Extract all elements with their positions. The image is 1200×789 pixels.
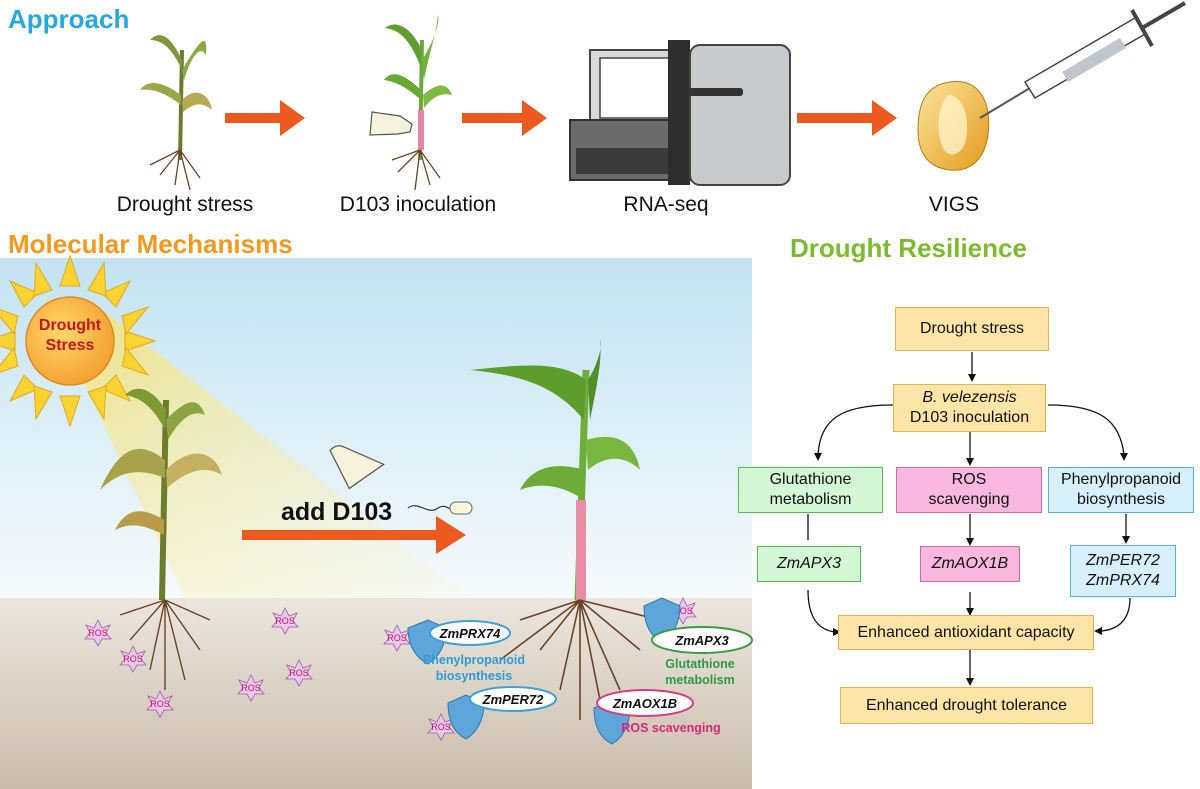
gene-badge-zmaox1b: ZmAOX1B [596,689,694,717]
ros-icon: ROS [271,607,299,635]
svg-text:ROS: ROS [275,616,295,626]
seed-icon [917,81,990,171]
svg-text:ROS: ROS [387,633,407,643]
sun-label-line1: Drought [39,317,102,334]
annotation-ros-scavenging: ROS scavenging [621,721,720,735]
sequencer-icon [569,40,791,186]
svg-text:ROS: ROS [431,722,451,732]
arrow-1-icon [225,100,305,136]
drought-plant-icon [140,35,212,191]
resilience-title: Drought Resilience [790,233,1027,263]
flask-icon [369,111,413,136]
step-drought-stress: Drought stress [116,193,254,216]
svg-text:ZmAOX1B: ZmAOX1B [612,696,677,711]
flask-icon-mechanisms [329,445,385,490]
gene-badge-zmper72: ZmPER72 [469,686,557,712]
annotation-biosynthesis: biosynthesis [436,669,512,683]
ros-icon: ROS [285,659,313,687]
sun-icon [0,254,157,428]
svg-text:ROS: ROS [123,654,143,664]
flow-box-inoculation: B. velezensis D103 inoculation [893,384,1046,432]
annotation-phenylpropanoid: Phenylpropanoid [423,653,525,667]
flow-box-zmaox1b: ZmAOX1B [920,546,1020,582]
approach-title: Approach [8,4,130,34]
flow-box-drought-stress: Drought stress [895,307,1049,351]
bacterium-icon [407,501,473,515]
flow-box-antioxidant: Enhanced antioxidant capacity [838,615,1094,650]
flow-box-ros-scavenging: ROS scavenging [896,467,1042,513]
svg-text:ZmPER72: ZmPER72 [482,692,544,707]
syringe-icon [979,1,1187,119]
annotation-metabolism: metabolism [665,673,734,687]
ros-icon: ROS [237,674,265,702]
flow-box-zmper72-zmprx74: ZmPER72 ZmPRX74 [1070,545,1176,597]
ros-icon: ROS [84,619,112,647]
svg-text:ROS: ROS [241,683,261,693]
gene-badge-zmapx3: ZmAPX3 [651,626,753,654]
approach-arrows [225,100,897,136]
step-rna-seq: RNA-seq [623,193,709,216]
ros-markers: ROS ROS ROS ROS ROS ROS ROS ROS ROS [84,597,697,741]
add-d103-label: add D103 [281,498,392,526]
flow-box-zmapx3: ZmAPX3 [757,546,861,582]
svg-text:ROS: ROS [88,628,108,638]
mechanisms-title: Molecular Mechanisms [8,229,293,259]
step-d103-inoculation: D103 inoculation [339,193,497,216]
svg-text:ROS: ROS [673,606,693,616]
gene-badge-zmprx74: ZmPRX74 [429,620,511,646]
svg-text:ROS: ROS [289,668,309,678]
stressed-plant-icon [100,388,222,690]
flow-box-tolerance: Enhanced drought tolerance [840,687,1093,724]
arrow-3-icon [797,100,897,136]
arrow-2-icon [462,100,547,136]
flow-box-glutathione: Glutathione metabolism [738,467,883,513]
healthy-plant-icon [470,340,661,720]
svg-text:ZmAPX3: ZmAPX3 [674,633,729,648]
inoculated-plant-icon [384,15,452,191]
add-d103-arrow-icon [242,516,466,554]
flow-box-phenylpropanoid: Phenylpropanoid biosynthesis [1048,467,1194,513]
sun-label-line2: Stress [46,337,95,354]
svg-text:ZmPRX74: ZmPRX74 [439,626,501,641]
flowchart-connectors [807,352,1131,680]
ros-icon: ROS [119,645,147,673]
flowchart-arrowheads [814,374,1130,686]
step-vigs: VIGS [928,193,980,216]
ros-icon: ROS [146,690,174,718]
annotation-glutathione: Glutathione [665,657,734,671]
svg-text:ROS: ROS [150,699,170,709]
